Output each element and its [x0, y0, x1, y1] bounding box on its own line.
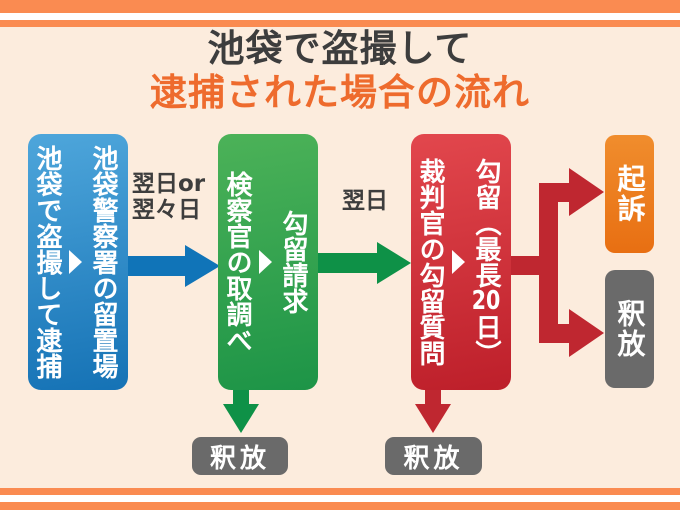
title-line-2: 逮捕された場合の流れ [150, 71, 530, 114]
judge-box-right-text: 勾留（最長20日） [471, 158, 501, 366]
arrow2-label: 翌日 [342, 188, 388, 214]
arrow2-right-arrow-icon [377, 242, 411, 284]
bottom-border-stripe-white [0, 495, 680, 502]
branch-upper-shaft [539, 183, 570, 202]
judge-box-right-text-number: 20 [471, 288, 501, 314]
branch-lower-shaft [539, 324, 570, 343]
judge-box: 裁判官の勾留質問 勾留（最長20日） [411, 134, 511, 390]
top-border-stripe-inner [0, 20, 680, 27]
branch-lower-right-arrow-icon [569, 309, 604, 357]
release-bottom-left-box: 釈放 [192, 437, 288, 475]
release-bottom-right-box: 釈放 [385, 437, 482, 475]
top-border-stripe-outer [0, 0, 680, 13]
arrow2-shaft [318, 253, 377, 273]
arrest-box-right-text: 池袋警察署の留置場 [88, 145, 118, 379]
arrest-box: 池袋で盗撮して逮捕 池袋警察署の留置場 [28, 134, 128, 390]
release1-down-arrow-icon [223, 404, 259, 433]
prosecutor-box-right-text: 勾留請求 [278, 210, 308, 314]
arrow1-label-line2: 翌々日 [132, 197, 201, 223]
judge-box-right-text-pre: 勾留（最長 [471, 158, 501, 288]
arrow1-label-line1: 翌日or [132, 171, 206, 197]
bottom-border-stripe-inner [0, 488, 680, 495]
bottom-border-stripe-outer [0, 502, 680, 510]
prosecutor-box: 検察官の取調べ 勾留請求 [218, 134, 318, 390]
branch-upper-right-arrow-icon [569, 168, 604, 216]
judge-box-right-text-post: 日） [471, 314, 501, 366]
flow-triangle-icon [68, 250, 82, 274]
judge-box-left-text: 裁判官の勾留質問 [415, 158, 445, 366]
arrow1-label: 翌日or 翌々日 [132, 171, 205, 223]
flow-triangle-icon [258, 250, 272, 274]
flow-triangle-icon [451, 250, 465, 274]
indictment-box: 起訴 [605, 135, 654, 253]
top-border-stripe-white [0, 13, 680, 20]
arrow1-right-arrow-icon [185, 245, 220, 287]
arrow1-shaft [128, 256, 185, 276]
indictment-box-text: 起訴 [613, 164, 647, 224]
arrest-box-left-text: 池袋で盗撮して逮捕 [32, 145, 62, 379]
prosecutor-box-left-text: 検察官の取調べ [222, 171, 252, 353]
release2-down-arrow-icon [415, 404, 451, 433]
release-right-box: 釈放 [605, 270, 654, 388]
release1-arrow-shaft [233, 386, 249, 404]
branch-connector-vertical-bar [539, 183, 558, 343]
release2-arrow-shaft [425, 386, 441, 404]
title-line-1: 池袋で盗撮して [207, 27, 473, 70]
branch-connector-stub [510, 256, 540, 275]
page-title: 池袋で盗撮して 逮捕された場合の流れ [0, 27, 680, 115]
release-right-box-text: 釈放 [613, 299, 647, 359]
